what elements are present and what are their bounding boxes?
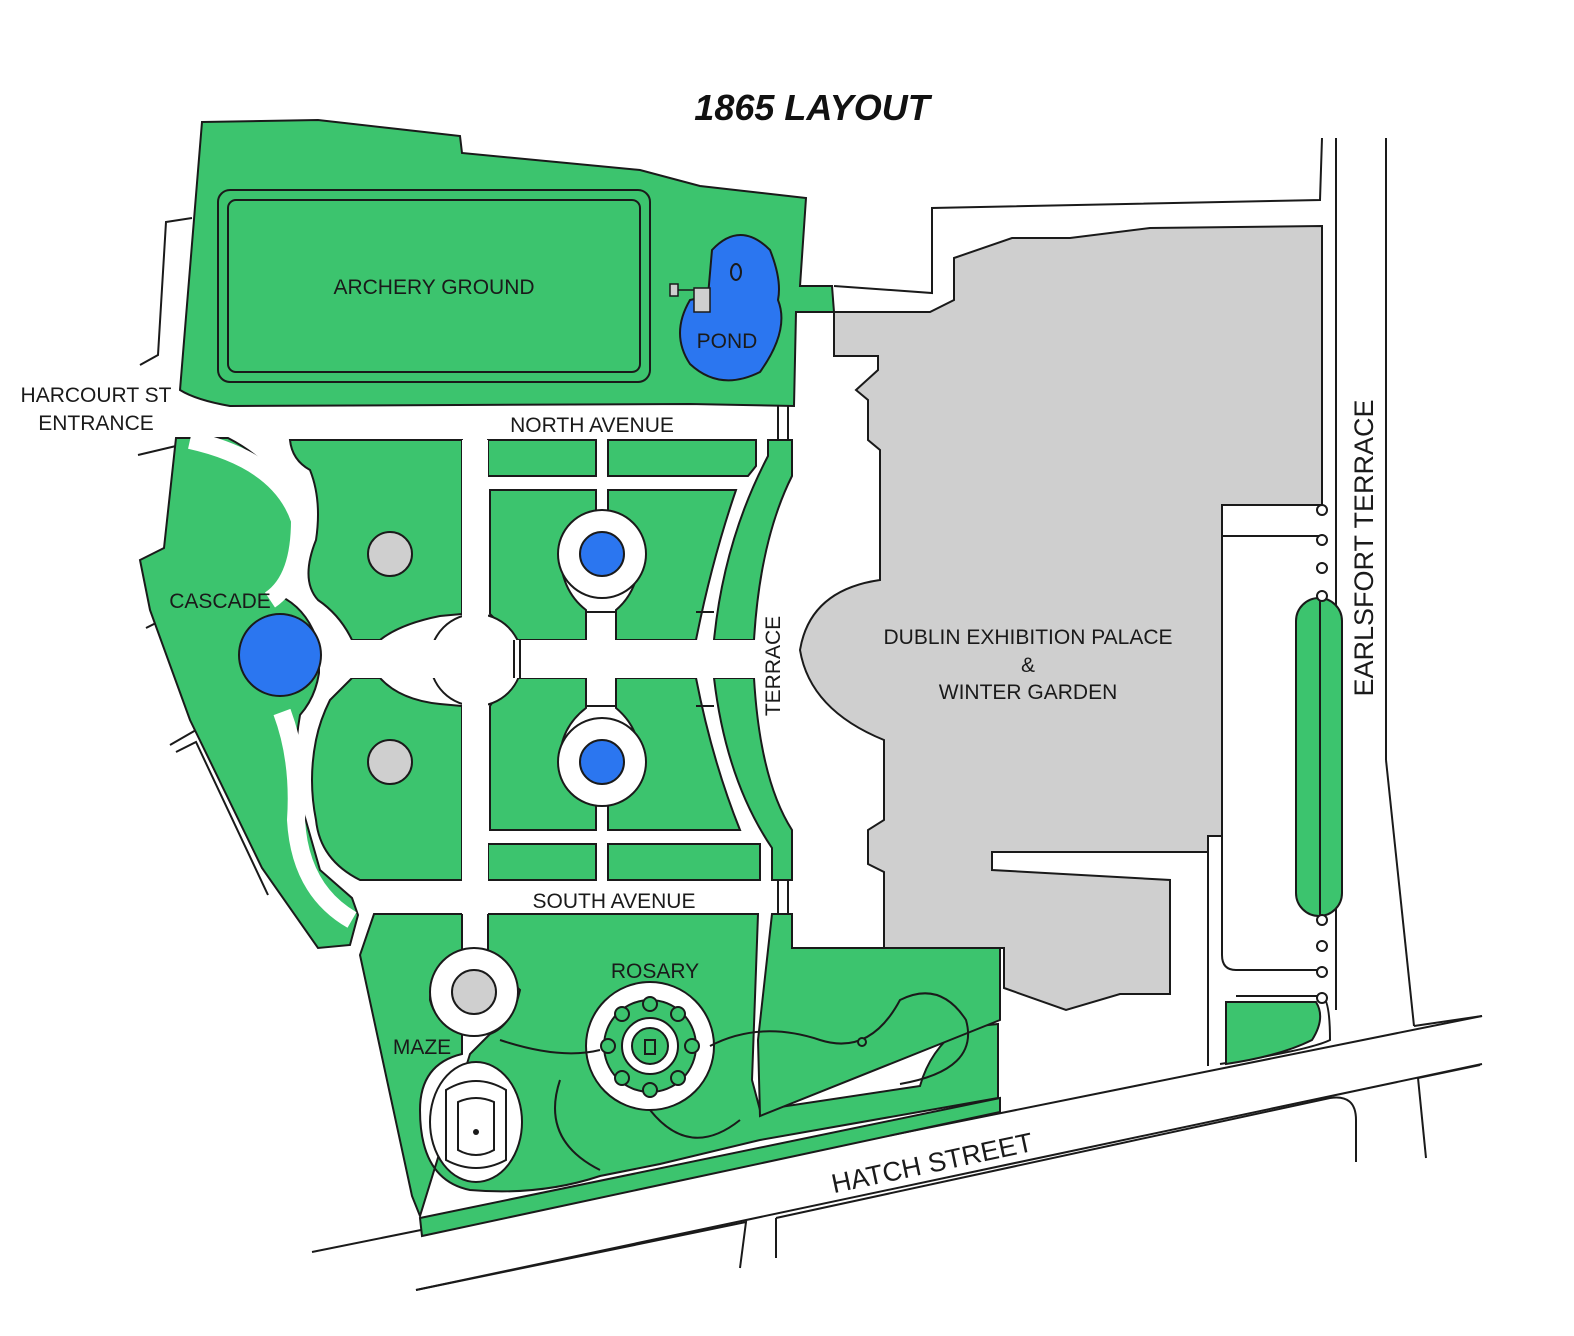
archery-track-inner — [227, 199, 641, 373]
label-earlsfort-terrace: EARLSFORT TERRACE — [1349, 399, 1379, 696]
label-terrace: TERRACE — [762, 616, 785, 716]
map-labels: ARCHERY GROUND POND HARCOURT ST ENTRANCE… — [21, 276, 1379, 1199]
label-north-avenue: NORTH AVENUE — [510, 414, 674, 437]
cascade-pool — [238, 613, 322, 697]
label-rosary: ROSARY — [611, 960, 699, 983]
label-cascade: CASCADE — [169, 590, 271, 613]
boathouse-icon — [669, 283, 711, 313]
south-strip-left — [487, 843, 597, 881]
label-palace-line2: & — [1021, 654, 1035, 677]
label-palace-line3: WINTER GARDEN — [939, 681, 1118, 704]
north-strip-left — [487, 439, 597, 477]
statue-plinth-icon — [451, 969, 497, 1015]
water-features — [238, 234, 783, 807]
label-archery-ground: ARCHERY GROUND — [333, 276, 534, 299]
archery-ground-area — [178, 118, 836, 408]
rosary-beds — [600, 996, 700, 1098]
fountain-basin-bottom — [579, 739, 625, 785]
statue-plinth-icon — [367, 531, 413, 577]
label-south-avenue: SOUTH AVENUE — [533, 890, 696, 913]
label-maze: MAZE — [393, 1036, 451, 1059]
map-title: 1865 LAYOUT — [694, 87, 932, 128]
exhibition-palace-building — [798, 224, 1323, 1012]
statue-plinth-icon — [367, 739, 413, 785]
label-harcourt-st-entrance: HARCOURT ST — [21, 384, 172, 407]
label-palace-line1: DUBLIN EXHIBITION PALACE — [883, 626, 1172, 649]
statue-plinths — [367, 531, 497, 1015]
archery-track-outer — [217, 189, 651, 383]
corner-plot — [1225, 1001, 1322, 1066]
earlsfort-bollards — [1316, 504, 1328, 1004]
fountain-basin-top — [579, 531, 625, 577]
pond-water — [679, 234, 783, 382]
east-lawn — [756, 913, 1001, 1118]
hatch-street-strip — [418, 1096, 1001, 1238]
south-strip-right — [607, 843, 761, 881]
terrace-bank-bottom — [712, 677, 793, 881]
label-pond: POND — [697, 330, 758, 353]
label-harcourt-st-entrance-2: ENTRANCE — [38, 412, 154, 435]
north-strip-right — [607, 439, 757, 477]
